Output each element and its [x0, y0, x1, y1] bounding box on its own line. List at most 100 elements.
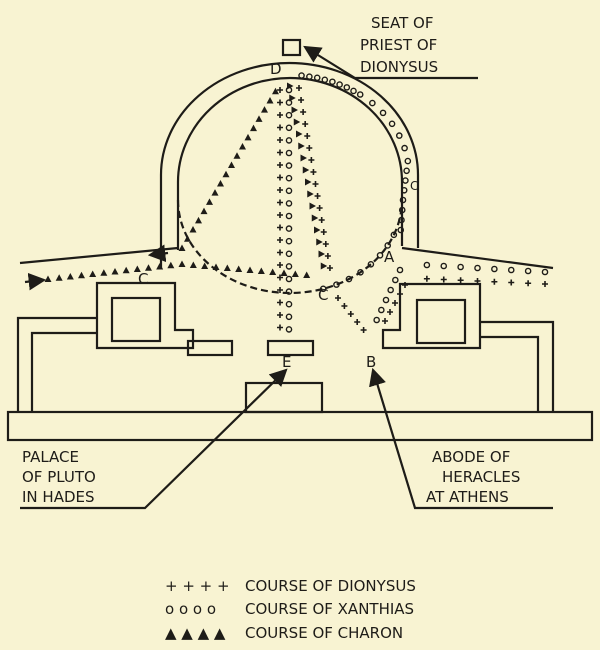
charon-marker: [228, 161, 235, 168]
charon-marker: [44, 275, 52, 282]
dionysus-marker: [402, 282, 408, 288]
xanthias-marker: [378, 306, 385, 314]
legend-symbol-charon: ▲ ▲ ▲ ▲: [165, 624, 226, 642]
xanthias-marker: [285, 124, 293, 132]
charon-marker: [233, 152, 241, 159]
charon-marker: [89, 270, 97, 277]
charon-marker: [289, 94, 296, 102]
xanthias-marker: [285, 187, 293, 195]
charon-marker: [235, 265, 243, 272]
stage-platform: [6, 410, 594, 442]
seat-label-2: PRIEST OF: [360, 36, 437, 54]
charon-marker: [269, 268, 277, 275]
dionysus-marker: [360, 327, 367, 333]
charon-marker: [261, 106, 268, 113]
xanthias-marker: [329, 78, 336, 86]
xanthias-marker: [398, 216, 405, 224]
xanthias-marker: [387, 286, 394, 294]
dionysus-marker: [308, 157, 315, 163]
dionysus-marker: [382, 318, 388, 324]
xanthias-marker: [333, 281, 340, 288]
charon-marker: [222, 170, 230, 178]
small-block-right: [266, 339, 315, 357]
charon-marker: [178, 244, 186, 251]
charon-marker: [311, 214, 319, 222]
legend-label-charon: COURSE OF CHARON: [245, 624, 403, 642]
legend-symbol-xanthias: o o o o: [165, 600, 216, 618]
charon-marker: [266, 96, 274, 104]
dionysus-marker: [314, 193, 321, 199]
dionysus-marker: [277, 174, 283, 181]
charon-marker: [156, 263, 164, 270]
charon-marker: [239, 143, 246, 150]
dionysus-marker: [277, 262, 283, 268]
xanthias-marker: [390, 231, 398, 239]
xanthias-marker: [392, 276, 399, 284]
charon-marker: [309, 202, 316, 210]
dionysus-marker: [316, 205, 323, 211]
xanthias-marker: [398, 206, 406, 214]
charon-marker: [111, 268, 119, 275]
xanthias-marker: [376, 252, 384, 259]
dionysus-marker: [277, 99, 283, 106]
charon-marker: [223, 264, 231, 271]
charon-marker: [280, 269, 288, 276]
xanthias-marker: [285, 137, 293, 144]
abode-label-3: AT ATHENS: [426, 488, 509, 506]
dionysus-marker: [277, 87, 283, 93]
charon-marker: [272, 87, 279, 95]
charon-marker: [167, 261, 175, 269]
charon-marker: [320, 262, 328, 270]
dionysus-marker: [318, 217, 325, 223]
xanthias-marker: [285, 200, 293, 207]
xanthias-marker: [285, 263, 293, 270]
point-B: B: [366, 353, 376, 371]
dionysus-marker: [354, 319, 361, 325]
dionysus-marker: [298, 97, 305, 103]
charon-marker: [250, 124, 257, 132]
abode-pointer: [369, 367, 553, 510]
palace-label-1: PALACE: [22, 448, 79, 466]
xanthias-marker: [388, 120, 396, 128]
xanthias-marker: [401, 144, 408, 152]
xanthias-marker: [285, 326, 293, 333]
dionysus-marker: [341, 303, 348, 309]
dionysus-marker: [277, 324, 283, 331]
charon-marker: [307, 190, 314, 198]
dionysus-marker: [300, 109, 307, 115]
course-markers: [44, 72, 549, 333]
xanthias-marker: [404, 157, 412, 165]
dionysus-marker: [440, 276, 447, 283]
abode-label-1: ABODE OF: [432, 448, 510, 466]
right-building-inner: [415, 298, 467, 345]
charon-marker: [100, 269, 108, 276]
dionysus-marker: [491, 278, 498, 285]
charon-marker: [291, 270, 299, 277]
dionysus-marker: [277, 249, 283, 256]
orchestra-circle: [176, 199, 404, 295]
dionysus-marker: [312, 181, 319, 187]
dionysus-marker: [322, 241, 329, 247]
xanthias-marker: [285, 237, 293, 245]
xanthias-marker: [440, 262, 448, 270]
xanthias-marker: [379, 109, 387, 117]
xanthias-marker: [369, 99, 376, 107]
xanthias-marker: [400, 186, 408, 194]
charon-marker: [78, 271, 85, 279]
charon-marker: [287, 82, 294, 90]
xanthias-marker: [343, 84, 351, 91]
xanthias-marker: [457, 263, 464, 271]
dionysus-marker: [326, 265, 333, 271]
xanthias-marker: [285, 212, 293, 220]
xanthias-marker: [396, 266, 404, 274]
dionysus-marker: [277, 187, 283, 193]
xanthias-marker: [285, 250, 293, 258]
dionysus-marker: [296, 85, 302, 91]
xanthias-marker: [474, 264, 481, 272]
xanthias-marker: [285, 162, 293, 169]
charon-marker: [291, 106, 298, 114]
charon-marker: [212, 263, 220, 270]
dionysus-marker: [277, 237, 283, 243]
inner-wall: [176, 76, 404, 250]
dionysus-marker: [277, 137, 283, 143]
